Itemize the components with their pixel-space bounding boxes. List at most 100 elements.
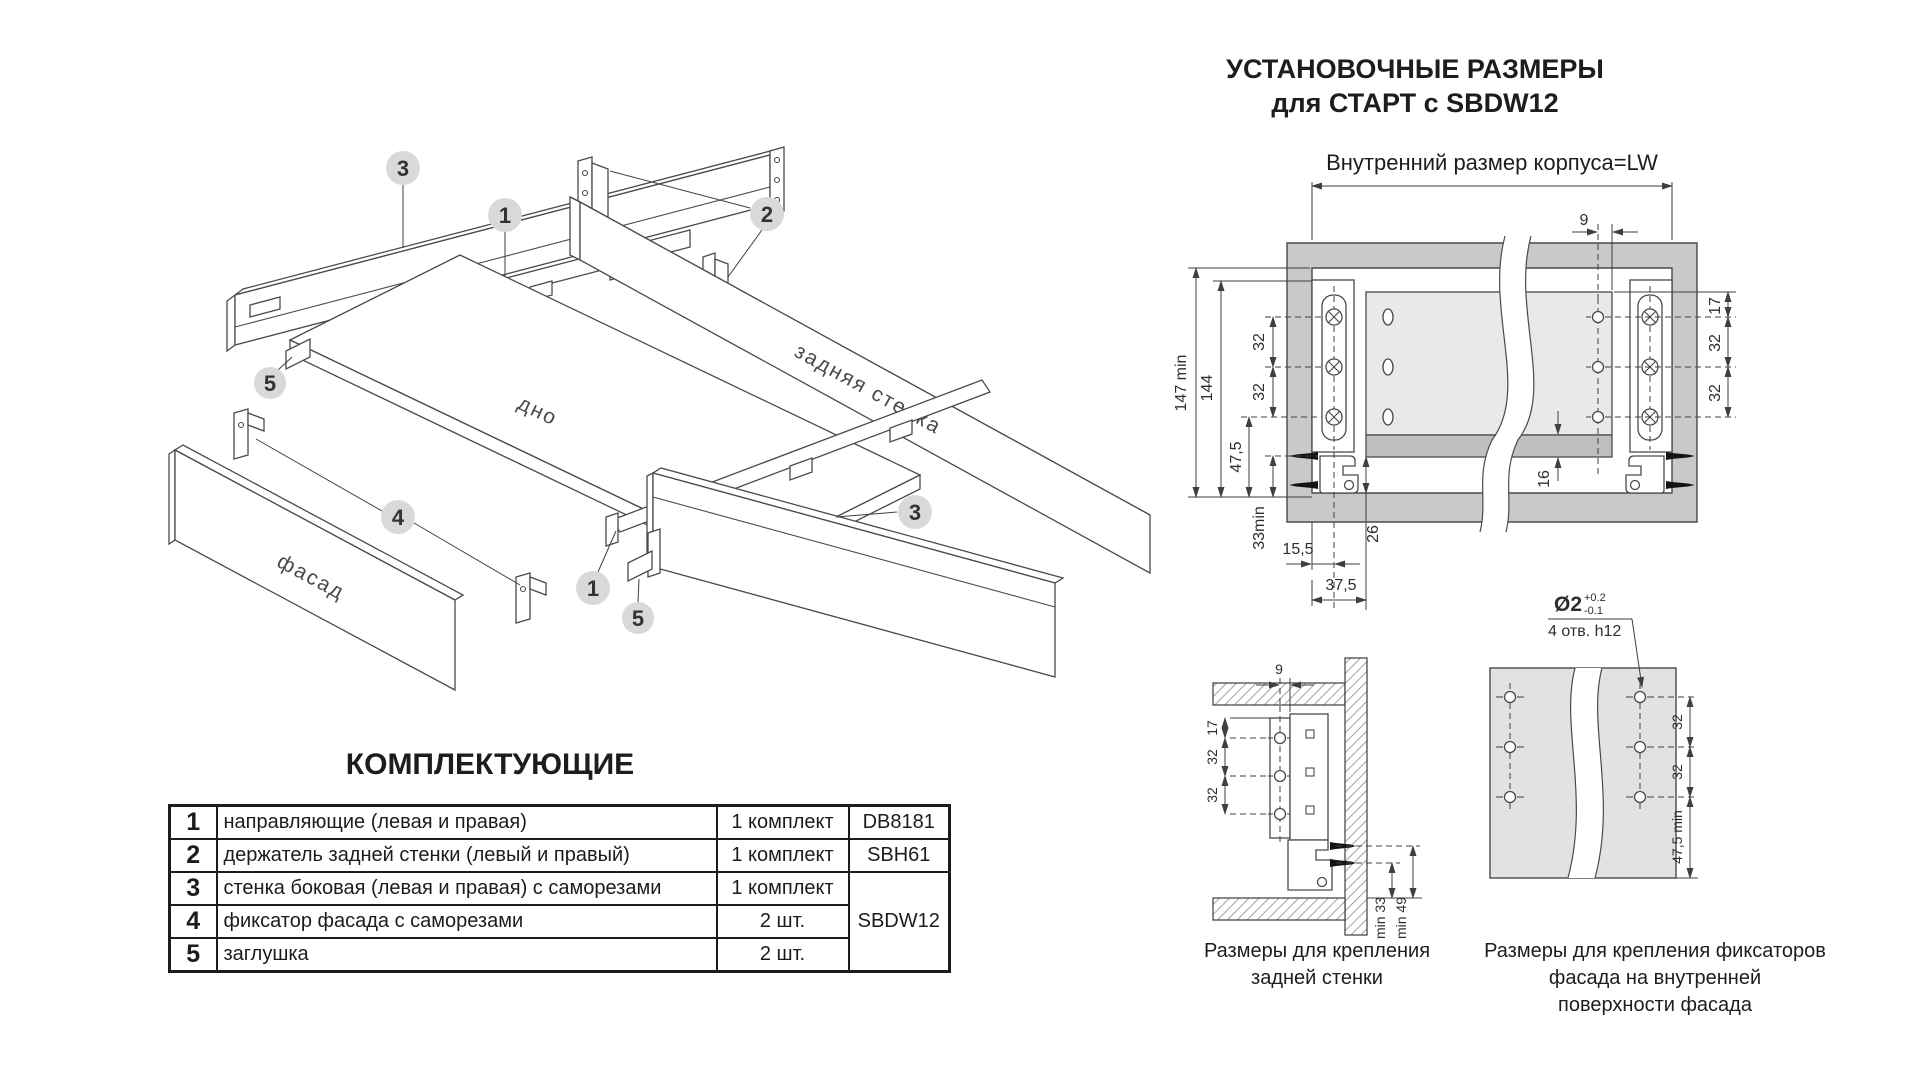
callout-1-top-num: 1 bbox=[499, 203, 511, 228]
dim-32-right-b: 32 bbox=[1707, 384, 1724, 402]
dim-9-main: 9 bbox=[1572, 212, 1638, 298]
row1-num: 1 bbox=[168, 804, 218, 840]
row3-qty: 1 комплект bbox=[715, 871, 850, 906]
row4-qty: 2 шт. bbox=[715, 904, 850, 939]
facade-inner-surface bbox=[1489, 667, 1677, 879]
dim-32-left: 32 32 bbox=[1241, 316, 1322, 418]
components-table: 1 направляющие (левая и правая) 1 компле… bbox=[168, 804, 951, 973]
callout-5-top-num: 5 bbox=[264, 371, 276, 396]
dim-147min-label: 147 min bbox=[1173, 355, 1190, 412]
dim-32-right-a: 32 bbox=[1707, 334, 1724, 352]
dim-back-left-chain: 17 32 32 bbox=[1204, 717, 1272, 815]
callout-3-bottom: 3 bbox=[835, 495, 932, 529]
dim-37-5: 37,5 bbox=[1311, 577, 1367, 606]
dim-37-5-label: 37,5 bbox=[1325, 577, 1356, 594]
back-wall-holder-side-view bbox=[1289, 713, 1329, 841]
callout-4: 4 bbox=[255, 438, 521, 586]
table-row-2: 2 держатель задней стенки (левый и правы… bbox=[168, 838, 951, 873]
fixator-holes bbox=[1496, 683, 1654, 811]
dim-32-back-b: 32 bbox=[1204, 787, 1220, 803]
back-wall-side-view bbox=[1268, 706, 1292, 846]
row3-name: стенка боковая (левая и правая) с саморе… bbox=[215, 871, 718, 906]
callout-5-bottom-num: 5 bbox=[632, 606, 644, 631]
exploded-assembly-diagram: задняя стенка дно фасад bbox=[168, 146, 1151, 692]
row5-name: заглушка bbox=[215, 937, 718, 973]
callout-2: 2 bbox=[609, 170, 784, 278]
hole-row-1 bbox=[1496, 690, 1654, 704]
components-title: КОМПЛЕКТУЮЩИЕ bbox=[345, 748, 635, 781]
dim-right-chain: 17 32 32 bbox=[1605, 291, 1736, 418]
hole-tol-plus: +0.2 bbox=[1584, 592, 1606, 604]
detail-back-wall-drawing: 9 17 32 32 min 33 min 49 bbox=[1204, 657, 1422, 939]
dim-facade-right-chain: 32 32 47,5 min bbox=[1648, 696, 1698, 879]
row4-num: 4 bbox=[168, 904, 218, 939]
facade-fixator-right bbox=[515, 572, 547, 624]
dim-32-left-a: 32 bbox=[1251, 333, 1268, 351]
row5-num: 5 bbox=[168, 937, 218, 973]
caption-facade: Размеры для крепления фиксаторов фасада … bbox=[1470, 938, 1840, 1019]
left-latch bbox=[1289, 452, 1359, 494]
dim-147min: 147 min bbox=[1173, 267, 1312, 498]
callout-1-top: 1 bbox=[488, 198, 522, 276]
callout-5-top: 5 bbox=[254, 356, 293, 399]
facade-panel: фасад bbox=[168, 444, 465, 692]
dim-min49-label: min 49 bbox=[1393, 897, 1409, 939]
dim-16-label: 16 bbox=[1536, 470, 1553, 488]
installation-title-line2: для СТАРТ с SBDW12 bbox=[1271, 88, 1559, 118]
dim-33min: 33min bbox=[1251, 455, 1318, 550]
cap-right bbox=[627, 549, 653, 583]
main-section-drawing: Внутренний размер корпуса=LW 147 min 144… bbox=[1173, 150, 1736, 610]
callout-2-num: 2 bbox=[761, 202, 773, 227]
hole-row-3 bbox=[1496, 790, 1654, 804]
dim-32-facade-a: 32 bbox=[1669, 714, 1685, 730]
dim-9-back: 9 bbox=[1256, 661, 1314, 712]
dim-47-5: 47,5 bbox=[1228, 416, 1253, 498]
dim-47-5-min-label: 47,5 min bbox=[1669, 810, 1685, 864]
installation-title-line1: УСТАНОВОЧНЫЕ РАЗМЕРЫ bbox=[1226, 54, 1604, 84]
table-row-1: 1 направляющие (левая и правая) 1 компле… bbox=[168, 804, 951, 840]
dim-9-back-label: 9 bbox=[1275, 661, 1283, 677]
row1-code: DB8181 bbox=[847, 804, 951, 840]
dim-32-back-a: 32 bbox=[1204, 749, 1220, 765]
right-latch bbox=[1625, 452, 1695, 494]
dim-lw: Внутренний размер корпуса=LW bbox=[1311, 150, 1673, 240]
dim-32-facade-b: 32 bbox=[1669, 764, 1685, 780]
table-row-4: 4 фиксатор фасада с саморезами 2 шт. bbox=[168, 904, 950, 939]
left-rail-screws bbox=[1325, 308, 1343, 426]
caption-back-line2: задней стенки bbox=[1251, 967, 1383, 989]
row1-qty: 1 комплект bbox=[715, 804, 850, 840]
row3-num: 3 bbox=[168, 871, 218, 906]
hole-diameter-callout: Ø2 +0.2 -0.1 4 отв. h12 bbox=[1548, 592, 1645, 688]
table-row-5: 5 заглушка 2 шт. bbox=[168, 937, 950, 973]
dim-17-label: 17 bbox=[1707, 297, 1724, 315]
dim-144-label: 144 bbox=[1199, 375, 1216, 402]
left-rail-assembly bbox=[1311, 279, 1355, 453]
callout-4-num: 4 bbox=[392, 505, 405, 530]
callout-5-bottom: 5 bbox=[622, 578, 654, 634]
installation-title: УСТАНОВОЧНЫЕ РАЗМЕРЫ для СТАРТ с SBDW12 bbox=[1075, 52, 1755, 120]
drawer-back-wall bbox=[1365, 291, 1613, 436]
row2-name: держатель задней стенки (левый и правый) bbox=[215, 838, 718, 873]
hole-count-note: 4 отв. h12 bbox=[1548, 623, 1621, 640]
dim-26: 26 bbox=[1362, 456, 1382, 610]
dim-16: 16 bbox=[1536, 411, 1562, 488]
back-wall-system-holes bbox=[1382, 298, 1610, 475]
detail-facade-drawing: Ø2 +0.2 -0.1 4 отв. h12 32 32 47,5 min bbox=[1489, 592, 1698, 879]
dim-15-5: 15,5 bbox=[1282, 452, 1360, 610]
caption-facade-line1: Размеры для крепления фиксаторов bbox=[1484, 940, 1826, 962]
facade-fixator-left bbox=[233, 408, 265, 460]
dim-47-5-label: 47,5 bbox=[1228, 441, 1245, 472]
dim-144: 144 bbox=[1199, 280, 1312, 498]
row2-num: 2 bbox=[168, 838, 218, 873]
caption-facade-line3: поверхности фасада bbox=[1558, 994, 1752, 1016]
dim-33min-label: 33min bbox=[1251, 506, 1268, 550]
right-rail-assembly bbox=[1629, 279, 1673, 453]
dim-15-5-label: 15,5 bbox=[1282, 541, 1313, 558]
dim-min33-min49: min 33 min 49 bbox=[1336, 845, 1422, 939]
callout-1-bottom: 1 bbox=[576, 530, 617, 605]
latch-side-view bbox=[1287, 839, 1356, 891]
dim-32-left-b: 32 bbox=[1251, 383, 1268, 401]
row2-qty: 1 комплект bbox=[715, 838, 850, 873]
caption-facade-line2: фасада на внутренней bbox=[1548, 967, 1762, 989]
